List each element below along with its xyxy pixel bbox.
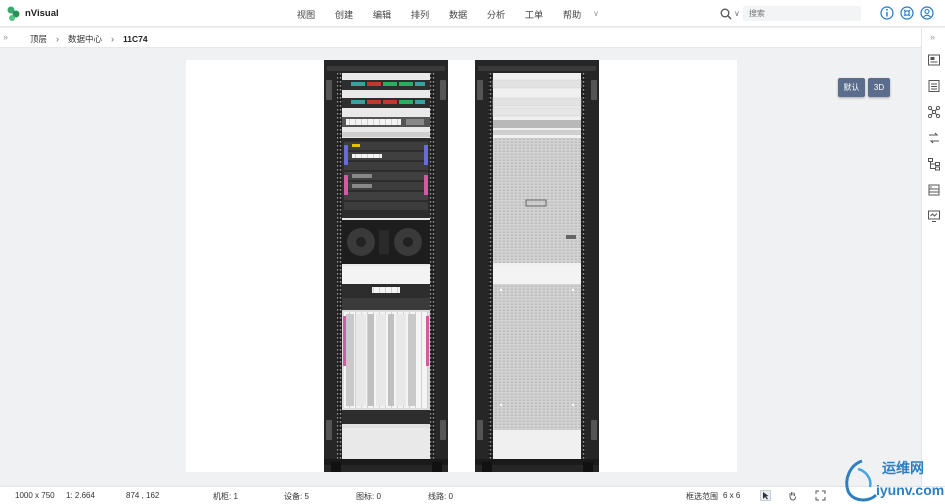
switch-1u[interactable]: [342, 117, 430, 127]
shape-count: 图标: 0: [356, 492, 381, 501]
transport-chassis[interactable]: [342, 284, 430, 428]
list-panel-icon[interactable]: [927, 79, 941, 93]
breadcrumb-top[interactable]: 顶层: [30, 34, 48, 44]
menu-data[interactable]: 数据: [448, 9, 468, 20]
breadcrumb: 顶层 › 数据中心 › 11C74: [30, 33, 148, 45]
pointer-icon[interactable]: [760, 490, 771, 501]
properties-panel-icon[interactable]: [927, 53, 941, 67]
right-toolbar: »: [921, 28, 945, 486]
default-view-button[interactable]: 默认: [838, 78, 865, 97]
hierarchy-panel-icon[interactable]: [927, 157, 941, 171]
menu-more-icon[interactable]: ∨: [593, 9, 599, 18]
drawing-canvas[interactable]: [186, 60, 737, 472]
nvisual-logo-icon: [7, 6, 20, 21]
rack-count: 机柜: 1: [213, 492, 238, 501]
hand-icon[interactable]: [787, 490, 798, 501]
device-count: 设备: 5: [284, 492, 309, 501]
main-menu: 视图 创建 编辑 排列 数据 分析 工单 帮助 ∨: [287, 0, 601, 27]
link-panel-icon[interactable]: [927, 131, 941, 145]
user-icon[interactable]: [920, 6, 934, 20]
top-bar: nVisual 视图 创建 编辑 排列 数据 分析 工单 帮助 ∨ ∨: [0, 0, 945, 27]
menu-workorder[interactable]: 工单: [524, 9, 544, 20]
search-box: ∨: [720, 6, 861, 21]
watermark-logo-icon: [845, 459, 878, 502]
fullscreen-icon[interactable]: [815, 490, 826, 501]
breadcrumb-separator-icon: ›: [56, 34, 60, 44]
info-icon[interactable]: [880, 6, 894, 20]
scale-ratio: 1: 2.664: [66, 491, 95, 500]
menu-arrange[interactable]: 排列: [410, 9, 430, 20]
3d-view-button[interactable]: 3D: [868, 78, 890, 97]
menu-analysis[interactable]: 分析: [486, 9, 506, 20]
device-panel-icon[interactable]: [927, 183, 941, 197]
breadcrumb-current: 11C74: [123, 34, 148, 44]
canvas-size: 1000 x 750: [15, 491, 55, 500]
status-bar: 1000 x 750 1: 2.664 874 , 162 机柜: 1 设备: …: [0, 486, 945, 504]
settings-icon[interactable]: [900, 6, 914, 20]
search-input[interactable]: [742, 6, 861, 21]
chassis-device[interactable]: [342, 138, 430, 218]
selection-range-value[interactable]: 6 x 6: [723, 491, 741, 500]
menu-view[interactable]: 视图: [296, 9, 316, 20]
menu-help[interactable]: 帮助: [562, 9, 582, 20]
breadcrumb-datacenter[interactable]: 数据中心: [68, 34, 103, 44]
app-name: nVisual: [25, 8, 59, 19]
rear-transport-panel[interactable]: [493, 284, 581, 430]
search-scope-chevron-down-icon[interactable]: ∨: [734, 9, 740, 18]
menu-create[interactable]: 创建: [334, 9, 354, 20]
selection-range-label: 框选范围: [686, 492, 718, 501]
search-icon[interactable]: [720, 8, 732, 20]
cursor-coords: 874 , 162: [126, 491, 160, 500]
breadcrumb-bar: » 顶层 › 数据中心 › 11C74: [0, 28, 921, 48]
rear-chassis-panel[interactable]: [493, 138, 581, 263]
rack-front-view[interactable]: [324, 60, 448, 472]
top-icons: [880, 6, 934, 20]
fan-unit[interactable]: [342, 220, 430, 264]
topology-panel-icon[interactable]: [927, 105, 941, 119]
watermark-text-cn: 运维网: [882, 461, 924, 477]
rack-rear-view[interactable]: [475, 60, 599, 472]
patch-panel-2[interactable]: [342, 98, 430, 108]
app-logo[interactable]: nVisual: [6, 5, 59, 22]
menu-edit[interactable]: 编辑: [372, 9, 392, 20]
site-watermark: 运维网 iyunv.com: [840, 455, 945, 504]
watermark-text-url: iyunv.com: [876, 482, 945, 498]
line-count: 线路: 0: [428, 492, 453, 501]
breadcrumb-separator-icon: ›: [111, 34, 115, 44]
patch-panel-1[interactable]: [342, 80, 430, 90]
right-panel-expand-icon[interactable]: »: [930, 32, 936, 42]
left-panel-expand-icon[interactable]: »: [3, 32, 9, 42]
monitor-panel-icon[interactable]: [927, 209, 941, 223]
